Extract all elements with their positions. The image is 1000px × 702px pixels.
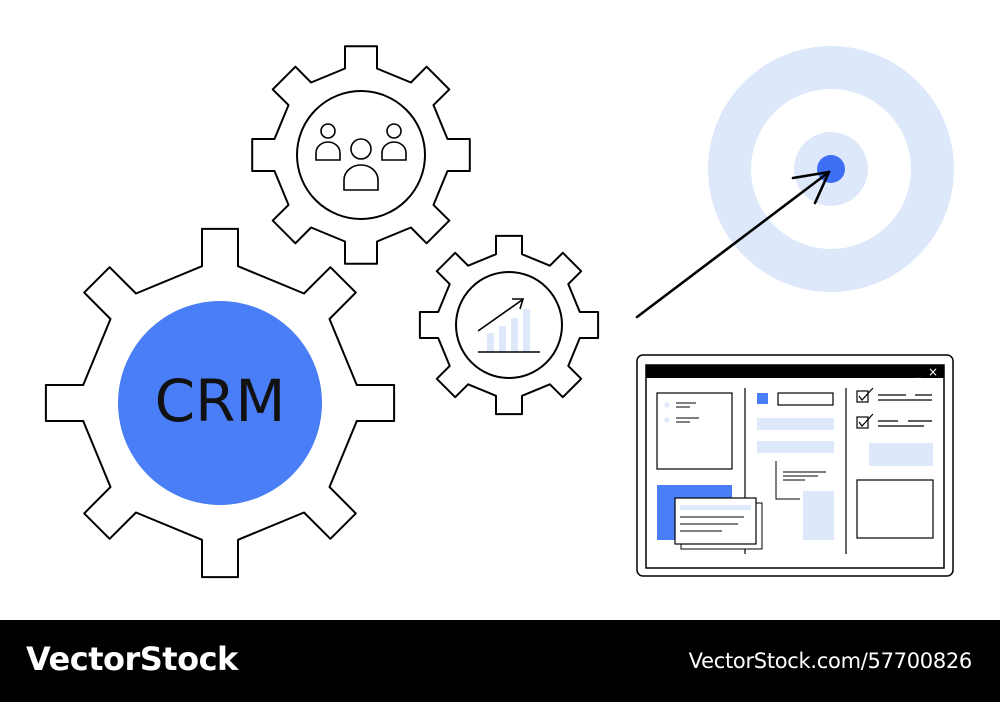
vectorstock-logo: VectorStock — [26, 640, 238, 678]
window-close-icon: × — [928, 365, 938, 379]
growth-gear — [418, 234, 600, 416]
crm-label: CRM — [155, 367, 286, 435]
image-reference: VectorStock.com/57700826 — [688, 649, 973, 673]
crm-badge — [118, 301, 322, 505]
people-group-icon — [315, 123, 407, 191]
footer-bar: VectorStock VectorStock.com/57700826 — [0, 620, 1000, 702]
target-icon — [708, 46, 954, 292]
window-minimize-icon: _ — [915, 366, 922, 379]
arrow-icon — [635, 170, 831, 319]
crm-gear: CRM — [44, 227, 396, 579]
growth-chart-icon — [477, 298, 540, 353]
dashboard-window-icon: _ × — [636, 354, 954, 577]
crm-illustration: CRM — [44, 45, 954, 579]
people-gear — [251, 45, 471, 265]
